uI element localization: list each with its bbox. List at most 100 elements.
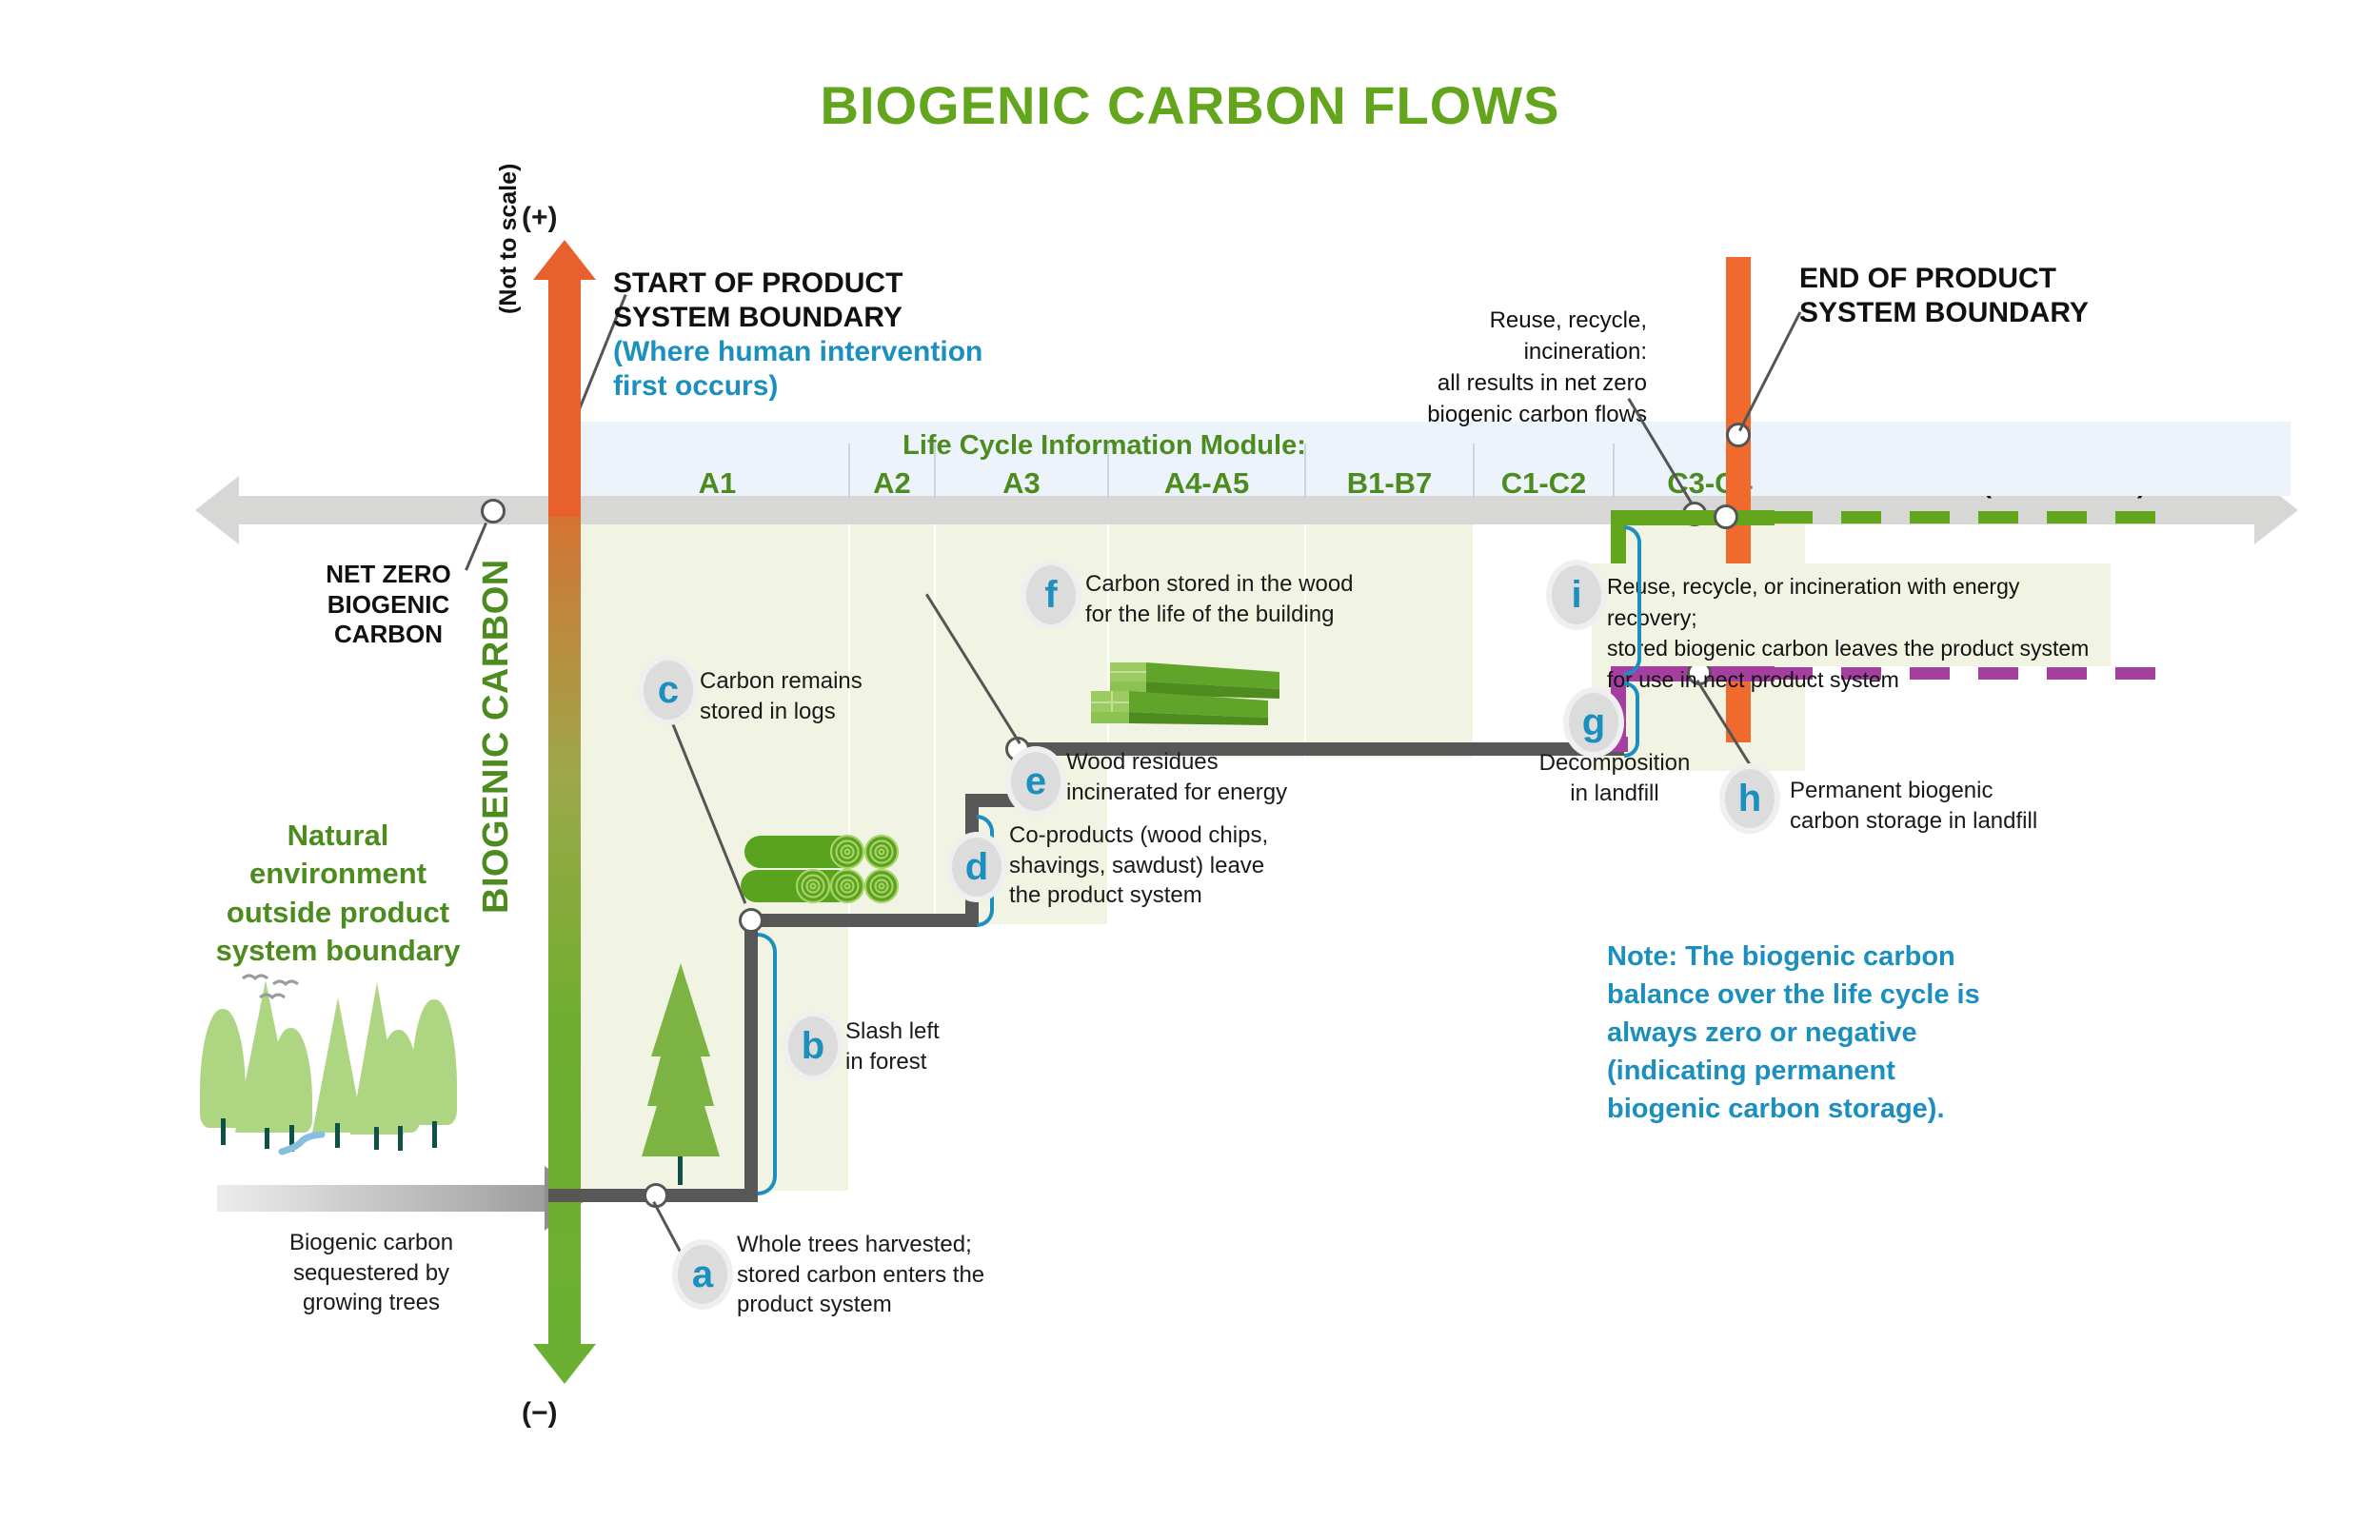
tree [269, 1028, 312, 1133]
callout-a-line-1: Whole trees harvested; [737, 1232, 972, 1257]
module-A2: A2 [873, 466, 911, 500]
biogenic-carbon-axis-down-arrowhead [533, 1344, 596, 1384]
sequestered-line-2: sequestered by [292, 1259, 450, 1286]
callout-bubble-c: c [644, 661, 693, 720]
end-boundary-title: END OF PRODUCT SYSTEM BOUNDARY [1799, 262, 2209, 330]
time-axis-left-arrowhead [195, 476, 239, 544]
module-divider [1107, 444, 1109, 499]
start-boundary-subtitle-line-1: (Where human intervention [613, 336, 983, 367]
info-i-line-1: Reuse, recycle, or incineration with ene… [1607, 574, 2020, 630]
tree-trunk [289, 1125, 294, 1152]
green-horizontal-to-boundary [1611, 510, 1775, 525]
callout-h-line-2: carbon storage in landfill [1790, 807, 2038, 834]
callout-text-g: Decomposition in landfill [1519, 748, 1710, 808]
net-zero-node [481, 499, 506, 523]
module-C1-C2: C1-C2 [1500, 466, 1587, 500]
callout-text-b: Slash left in forest [845, 1017, 1036, 1076]
harvested-tree-icon [642, 963, 720, 1185]
note-line-1: Note: The biogenic carbon [1607, 941, 1955, 972]
callout-bubble-a: a [678, 1245, 727, 1304]
callout-bubble-b: b [788, 1017, 838, 1076]
tree-trunk [374, 1127, 379, 1150]
callout-bubble-d: d [952, 838, 1002, 897]
callout-text-e: Wood residues incinerated for energy [1066, 747, 1352, 807]
column-bg-B1-B7 [1306, 524, 1473, 758]
callout-bubble-i: i [1552, 565, 1601, 624]
reuse-recycle-caption: Reuse, recycle, incineration: all result… [1371, 305, 1647, 430]
callout-bubble-e: e [1011, 752, 1061, 811]
path-node-c [739, 908, 764, 933]
net-zero-line-3: CARBON [333, 620, 444, 649]
module-A1: A1 [698, 466, 737, 500]
vertical-not-to-scale-label: (Not to scale) [495, 163, 522, 314]
sequestered-line-1: Biogenic carbon [288, 1230, 454, 1255]
tree-trunk [432, 1121, 437, 1148]
callout-text-a: Whole trees harvested; stored carbon ent… [737, 1230, 1022, 1320]
callout-h-line-1: Permanent biogenic [1790, 778, 1993, 803]
callout-bubble-h: h [1725, 769, 1775, 828]
sequestered-line-3: growing trees [302, 1290, 441, 1316]
start-boundary-title-line-1: START OF PRODUCT [613, 267, 903, 299]
info-box-i-text: Reuse, recycle, or incineration with ene… [1607, 571, 2112, 696]
path-segment-a3-top [965, 794, 1024, 807]
end-boundary-title-line-2: SYSTEM BOUNDARY [1799, 297, 2089, 328]
negative-axis-label: (−) [522, 1397, 558, 1429]
callout-b-line-2: in forest [845, 1048, 927, 1075]
tree-trunk [335, 1123, 340, 1148]
callout-d-line-3: the product system [1009, 882, 1202, 909]
end-boundary-title-line-1: END OF PRODUCT [1799, 263, 2056, 294]
callout-d-line-1: Co-products (wood chips, [1009, 822, 1269, 848]
positive-axis-label: (+) [522, 202, 558, 233]
net-zero-line-1: NET ZERO [326, 560, 451, 588]
callout-text-h: Permanent biogenic carbon storage in lan… [1790, 776, 2066, 836]
callout-f-line-1: Carbon stored in the wood [1085, 571, 1354, 597]
path-segment-a2-top [744, 914, 979, 927]
net-zero-boundary-node [1714, 504, 1738, 529]
forest-illustration [190, 971, 486, 1190]
info-i-line-3: for use in nect product system [1607, 666, 1899, 692]
module-B1-B7: B1-B7 [1346, 466, 1433, 500]
note-line-4: (indicating permanent [1607, 1056, 1895, 1087]
path-segment-a1-riser [744, 914, 758, 1199]
brace-g [1624, 681, 1639, 758]
path-segment-use-phase [1011, 742, 1624, 756]
callout-bubble-f: f [1026, 565, 1076, 624]
callout-c-line-1: Carbon remains [700, 668, 863, 694]
brace-i [1624, 525, 1641, 676]
callout-e-line-2: incinerated for energy [1066, 779, 1288, 805]
natural-env-line-1: Natural [287, 819, 389, 852]
callout-d-line-2: shavings, sawdust) leave [1009, 852, 1265, 879]
module-divider [1473, 444, 1475, 499]
birds-icon [242, 974, 299, 1000]
start-boundary-title-line-2: SYSTEM BOUNDARY [613, 302, 902, 333]
note-text: Note: The biogenic carbon balance over t… [1607, 938, 2016, 1128]
module-A3: A3 [1002, 466, 1041, 500]
natural-environment-caption: Natural environment outside product syst… [200, 817, 476, 970]
end-boundary-node [1726, 423, 1751, 447]
module-divider [1304, 444, 1306, 499]
info-box-i [1592, 563, 2111, 666]
tree-trunk [265, 1128, 269, 1149]
callout-bubble-g: g [1569, 693, 1618, 752]
natural-env-line-4: system boundary [215, 933, 461, 967]
natural-env-line-2: environment [248, 857, 427, 891]
callout-a-line-3: product system [737, 1292, 892, 1318]
note-line-2: balance over the life cycle is [1607, 979, 1980, 1011]
sequestered-caption: Biogenic carbon sequestered by growing t… [252, 1228, 490, 1318]
reuse-line-1: Reuse, recycle, incineration: [1489, 307, 1647, 365]
callout-g-line-1: Decomposition [1538, 750, 1691, 776]
note-line-5: biogenic carbon storage). [1607, 1094, 1945, 1125]
biogenic-carbon-axis-title: BIOGENIC CARBON [476, 559, 516, 914]
callout-text-f: Carbon stored in the wood for the life o… [1085, 569, 1371, 629]
reuse-line-2: all results in net zero [1437, 370, 1647, 397]
info-i-line-2: stored biogenic carbon leaves the produc… [1607, 636, 2090, 661]
callout-c-line-2: stored in logs [700, 698, 836, 724]
stream-icon [278, 1131, 326, 1155]
callout-b-line-1: Slash left [845, 1018, 940, 1044]
lumber-boards-icon [1091, 662, 1279, 725]
natural-env-line-3: outside product [226, 895, 450, 929]
lcim-header: Life Cycle Information Module: [902, 430, 1306, 461]
start-boundary-subtitle: (Where human intervention first occurs) [613, 335, 1032, 404]
purple-dashed-time-extension [1773, 667, 2171, 680]
callout-a-line-2: stored carbon enters the [737, 1261, 985, 1288]
